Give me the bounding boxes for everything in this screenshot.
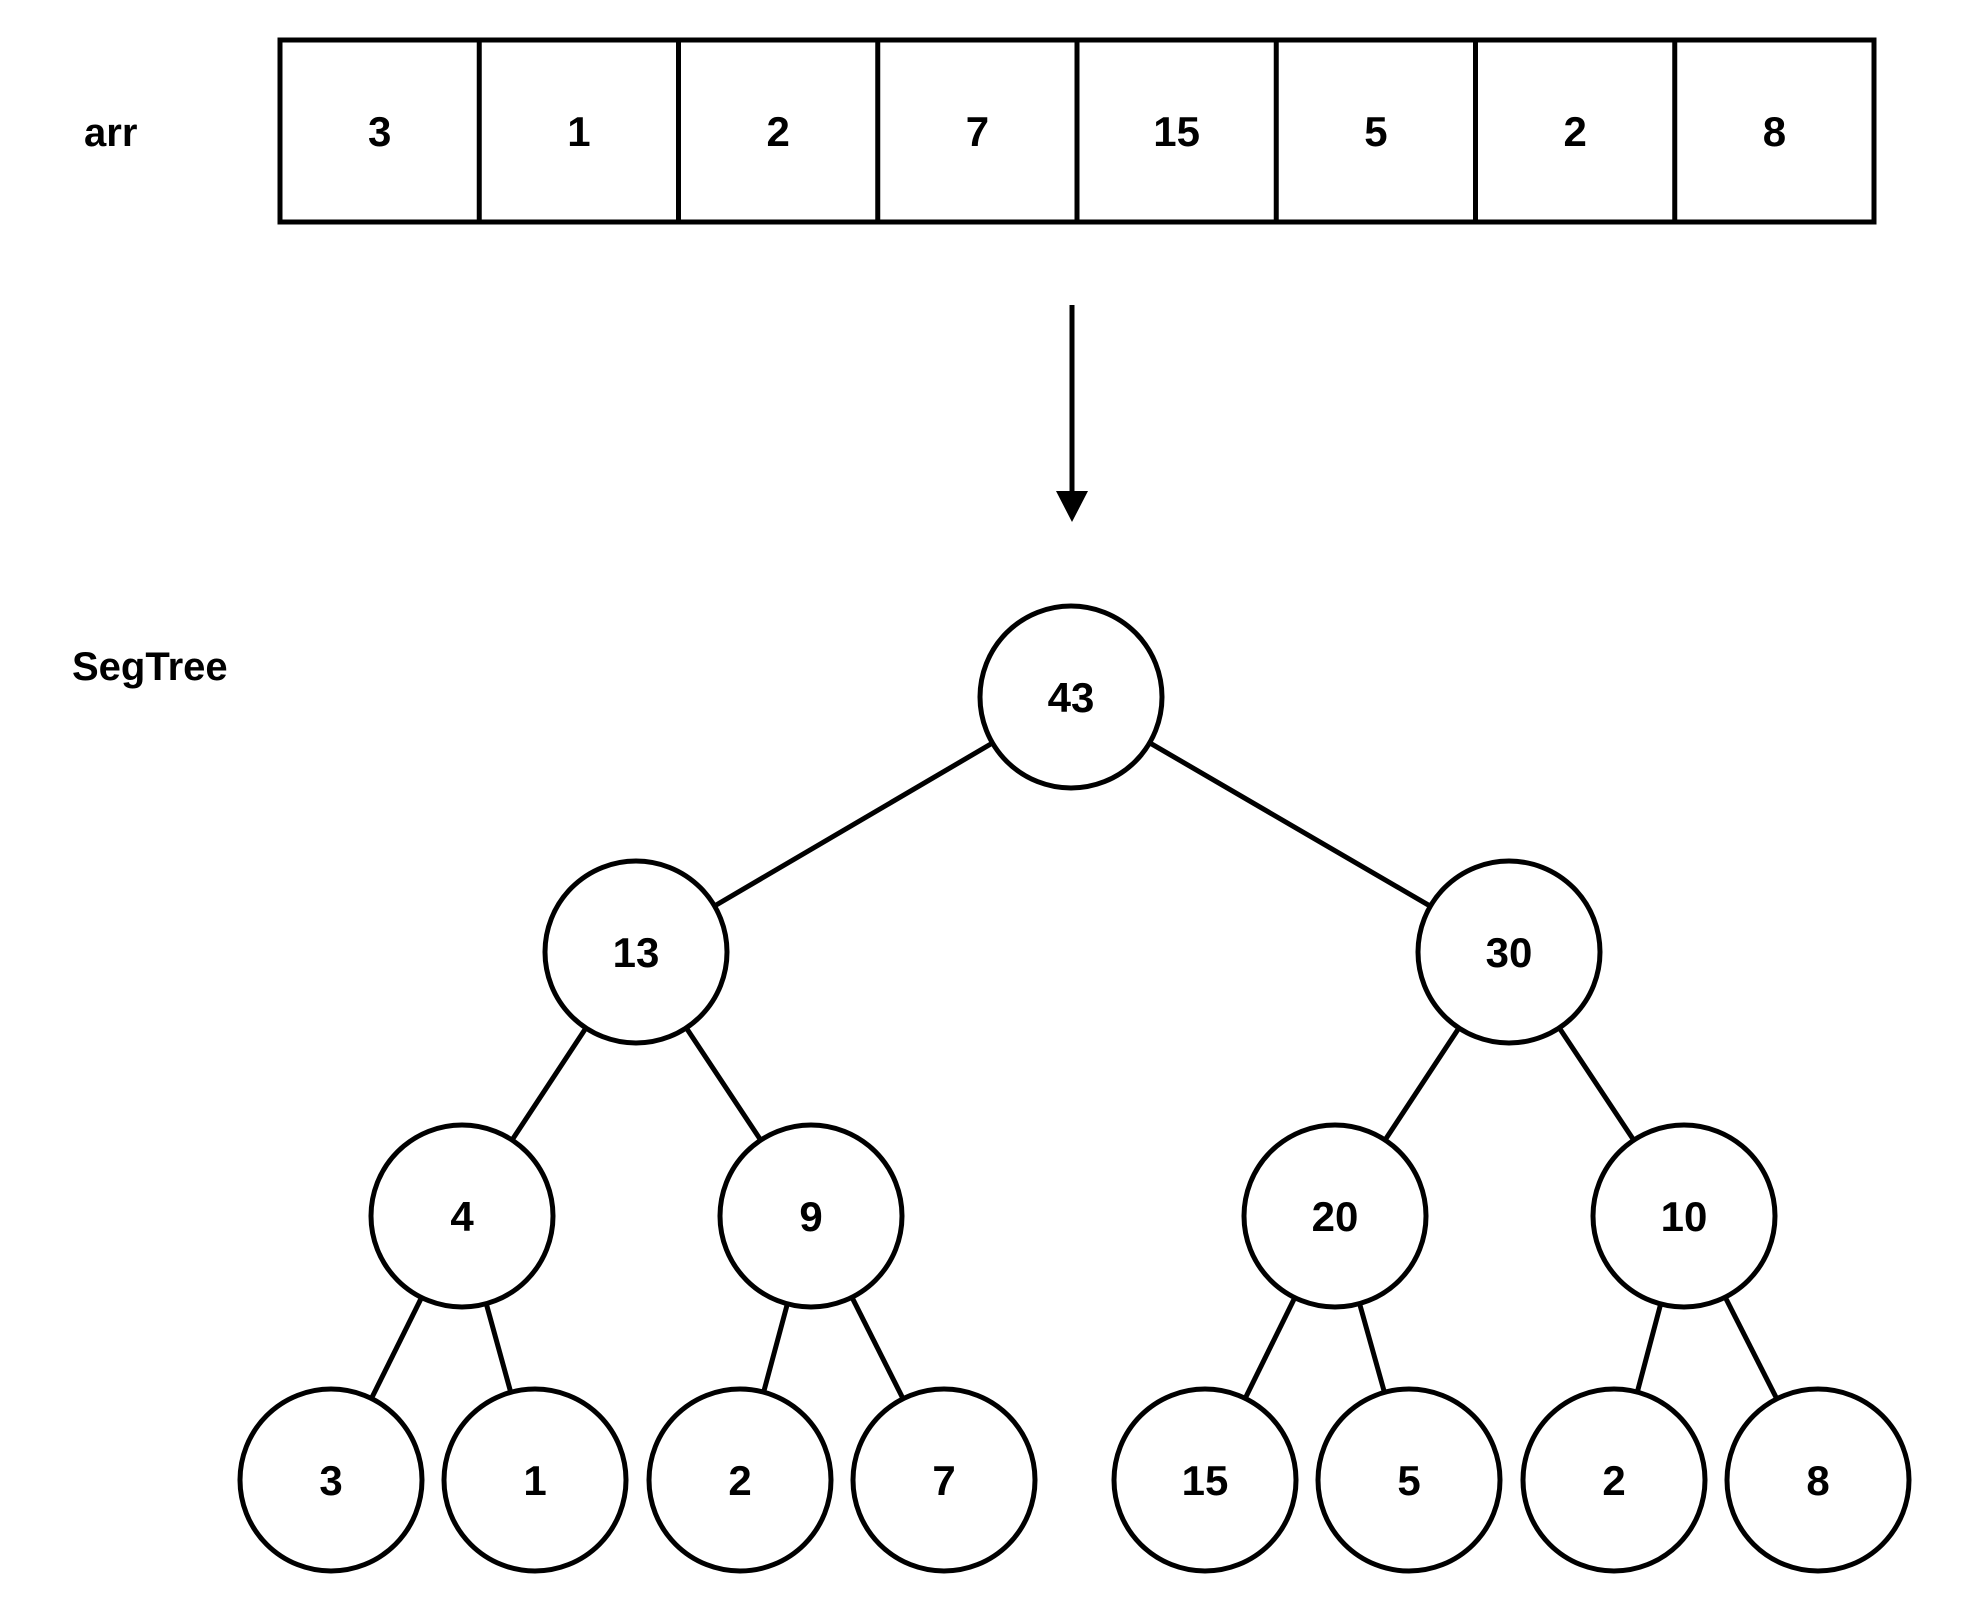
down-arrow: [1056, 305, 1088, 522]
tree-node-value: 2: [728, 1457, 751, 1504]
tree-node: 2: [1520, 1386, 1708, 1574]
tree-node: 9: [717, 1122, 905, 1310]
tree-edge: [1722, 1296, 1780, 1400]
tree-edge: [483, 1303, 514, 1393]
tree-edge: [849, 1296, 906, 1400]
array-cells: 3 1 2 7 15 5 2 8: [277, 37, 1877, 225]
array-cell-value: 1: [567, 108, 590, 155]
tree-edge: [1357, 1302, 1387, 1394]
array-cell-value: 2: [766, 108, 789, 155]
tree-node-value: 3: [319, 1457, 342, 1504]
tree-node-circle: [368, 1122, 556, 1310]
tree-node-circle: [1415, 858, 1603, 1046]
array-cell-value: 5: [1364, 108, 1387, 155]
tree-node-circle: [1520, 1386, 1708, 1574]
tree-edge: [1634, 1303, 1664, 1393]
down-arrow-head: [1056, 491, 1088, 522]
array-cell-value: 15: [1153, 108, 1200, 155]
tree-node-circle: [237, 1386, 425, 1574]
tree-node-circle: [646, 1386, 834, 1574]
tree-node-value: 15: [1182, 1457, 1229, 1504]
tree-node: 15: [1111, 1386, 1299, 1574]
tree-edge: [369, 1296, 424, 1400]
tree-node-circle: [1315, 1386, 1503, 1574]
tree-node-circle: [441, 1386, 629, 1574]
tree-edge: [761, 1303, 790, 1393]
tree-edge: [1557, 1026, 1636, 1142]
tree-node-value: 2: [1602, 1457, 1625, 1504]
array-cell-value: 2: [1563, 108, 1586, 155]
tree-node: 20: [1241, 1122, 1429, 1310]
tree-node-value: 9: [799, 1193, 822, 1240]
tree-node-value: 30: [1486, 929, 1533, 976]
tree-edges: [369, 740, 1780, 1400]
tree-node-circle: [1241, 1122, 1429, 1310]
tree-node: 1: [441, 1386, 629, 1574]
tree-node-circle: [850, 1386, 1038, 1574]
tree-node-value: 7: [932, 1457, 955, 1504]
tree-node-value: 10: [1661, 1193, 1708, 1240]
tree-node-circle: [717, 1122, 905, 1310]
tree-node-value: 43: [1048, 674, 1095, 721]
tree-node: 8: [1724, 1386, 1912, 1574]
arr-label: arr: [84, 111, 137, 155]
tree-node-circle: [977, 603, 1165, 791]
tree-edge: [1242, 1296, 1298, 1400]
tree-node: 4: [368, 1122, 556, 1310]
tree-node: 2: [646, 1386, 834, 1574]
tree-node-value: 5: [1397, 1457, 1420, 1504]
tree-node-value: 8: [1806, 1457, 1829, 1504]
tree-node-circle: [542, 858, 730, 1046]
tree-node: 7: [850, 1386, 1038, 1574]
tree-node: 10: [1590, 1122, 1778, 1310]
segtree-label: SegTree: [72, 645, 228, 689]
tree-node-value: 1: [523, 1457, 546, 1504]
tree-node: 43: [977, 603, 1165, 791]
array-cell-value: 3: [368, 108, 391, 155]
tree-nodes: 43 13 30 4 9 20 10 3 1 2 7 15 5 2 8: [237, 603, 1912, 1574]
tree-edge: [1382, 1026, 1462, 1142]
tree-node: 30: [1415, 858, 1603, 1046]
tree-edge: [713, 740, 994, 909]
tree-node-value: 13: [613, 929, 660, 976]
tree-node: 13: [542, 858, 730, 1046]
tree-node-value: 20: [1312, 1193, 1359, 1240]
array-cell-value: 7: [966, 108, 989, 155]
tree-edge: [684, 1026, 763, 1142]
tree-node-circle: [1590, 1122, 1778, 1310]
tree-edge: [509, 1026, 589, 1142]
tree-node-value: 4: [450, 1193, 474, 1240]
tree-edge: [1148, 740, 1432, 909]
array-cell-value: 8: [1763, 108, 1786, 155]
tree-node-circle: [1111, 1386, 1299, 1574]
tree-node: 5: [1315, 1386, 1503, 1574]
tree-node-circle: [1724, 1386, 1912, 1574]
tree-node: 3: [237, 1386, 425, 1574]
